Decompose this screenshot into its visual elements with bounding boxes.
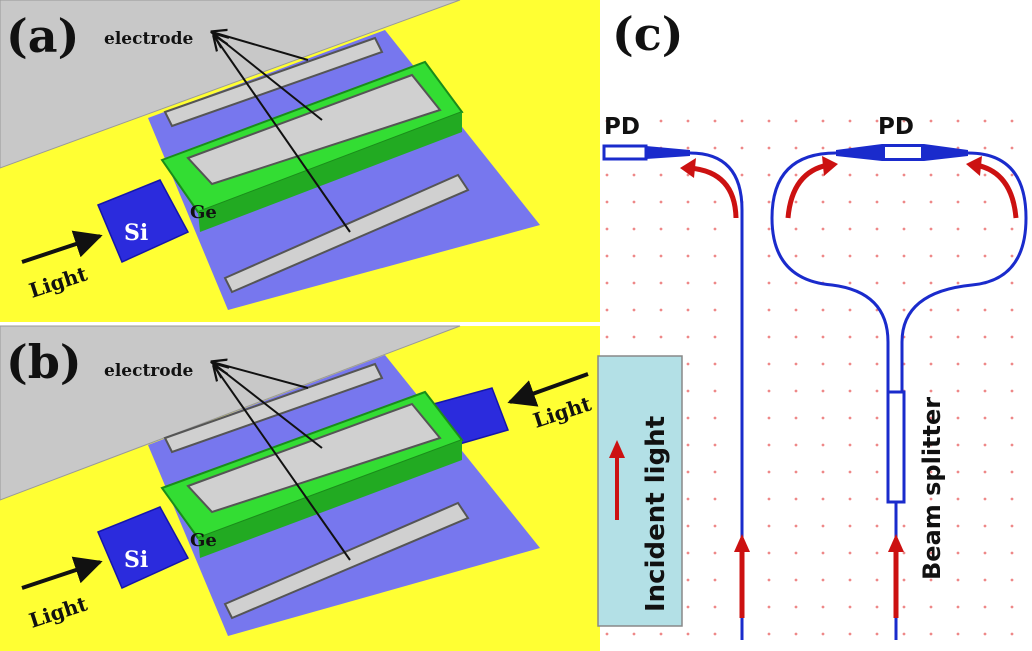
panel-c-pd-right-label: PD	[878, 114, 914, 140]
panel-b-ge-side	[198, 440, 462, 558]
panel-a-electrode-pointer-3	[214, 36, 351, 233]
panel-c-left-taper	[646, 146, 690, 159]
panel-c: (c) PD Incident light PD Beam splitter	[597, 7, 1032, 651]
panel-b-electrode-top	[163, 362, 384, 454]
panel-b: (b) electrode Si Ge Light Light	[0, 325, 600, 651]
panel-b-si-label: Si	[124, 547, 148, 573]
panel-c-pd-left	[602, 144, 648, 161]
panel-b-electrode-pointer-3	[214, 366, 351, 561]
panel-b-electrode-bottom	[223, 501, 470, 620]
panel-a-si-waveguide	[97, 179, 190, 264]
panel-a-ge-label: Ge	[190, 202, 217, 223]
panel-c-label: (c)	[612, 7, 684, 61]
panel-a-electrode-pointer-2	[214, 34, 323, 121]
panel-b-electrode-label: electrode	[104, 361, 193, 381]
panel-c-pd-right	[883, 145, 923, 160]
panel-b-ge-label: Ge	[190, 530, 217, 551]
panel-b-light-arrow-right	[507, 372, 589, 407]
panel-a-label: (a)	[6, 9, 79, 63]
panel-c-loop-red-curve-right	[975, 162, 1019, 219]
panel-c-left-waveguide	[689, 151, 744, 640]
panel-a-metal-pad	[0, 0, 461, 169]
panel-c-left-red-arrow-head	[734, 534, 750, 552]
panel-a-si-label: Si	[124, 220, 148, 246]
panel-c-loop-left	[770, 151, 890, 392]
panel-c-beam-splitter	[886, 390, 906, 504]
panel-c-left-red-curve	[689, 165, 739, 219]
panel-c-pd-left-label: PD	[604, 114, 640, 140]
panel-c-left-red-curve-head	[680, 158, 696, 178]
panel-c-beam-splitter-label: Beam splitter	[918, 397, 946, 580]
panel-c-loop-red-curve-right-head	[966, 156, 982, 176]
panel-a-light-arrow	[21, 230, 103, 264]
panel-a-electrode-label: electrode	[104, 29, 193, 49]
panel-c-incident-light-label: Incident light	[641, 416, 671, 612]
panel-c-incident-red-arrow-head	[609, 440, 625, 458]
panel-a-ge-side	[198, 112, 462, 232]
panel-b-electrode-pointer-2	[214, 364, 323, 449]
panel-a-electrode-middle	[186, 73, 442, 186]
panel-c-loop-red-curve-left-head	[822, 156, 838, 176]
panel-c-incident-light-box	[597, 355, 683, 627]
panel-b-si-waveguide-left	[97, 506, 190, 589]
panel-b-light-arrow-left	[21, 556, 103, 590]
panel-c-loop-red-curve-left	[785, 162, 829, 219]
panel-b-label: (b)	[6, 335, 82, 389]
panel-c-loop-right	[900, 151, 1028, 392]
panel-c-right-red-arrow-head	[888, 534, 904, 552]
panel-b-metal-pad	[0, 325, 461, 501]
panel-a: (a) electrode Si Ge Light	[0, 0, 600, 322]
panel-b-electrode-middle	[186, 402, 442, 514]
panel-a-electrode-bottom	[223, 173, 470, 294]
